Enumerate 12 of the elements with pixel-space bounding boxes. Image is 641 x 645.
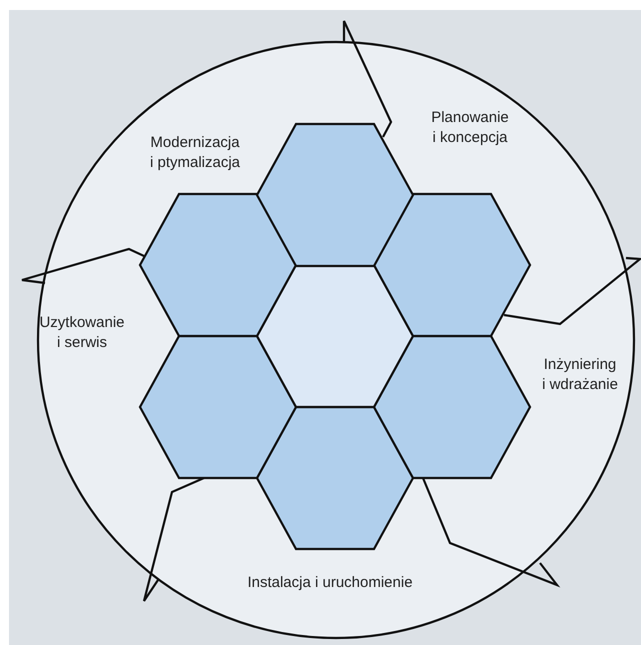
hexagon <box>257 124 413 266</box>
hexagon <box>257 265 413 407</box>
phase-label: Planowanie i koncepcja <box>415 108 525 148</box>
hexagon <box>140 336 296 478</box>
hexagon <box>374 194 530 336</box>
phase-label: Uzytkowanie i serwis <box>32 313 132 353</box>
hexagon <box>374 336 530 478</box>
phase-label: Inżyniering i wdrażanie <box>530 355 630 395</box>
phase-label: Modernizacja i ptymalizacja <box>135 133 255 173</box>
phase-label: Instalacja i uruchomienie <box>210 573 450 593</box>
hexagon <box>140 194 296 336</box>
hexagon <box>257 407 413 549</box>
